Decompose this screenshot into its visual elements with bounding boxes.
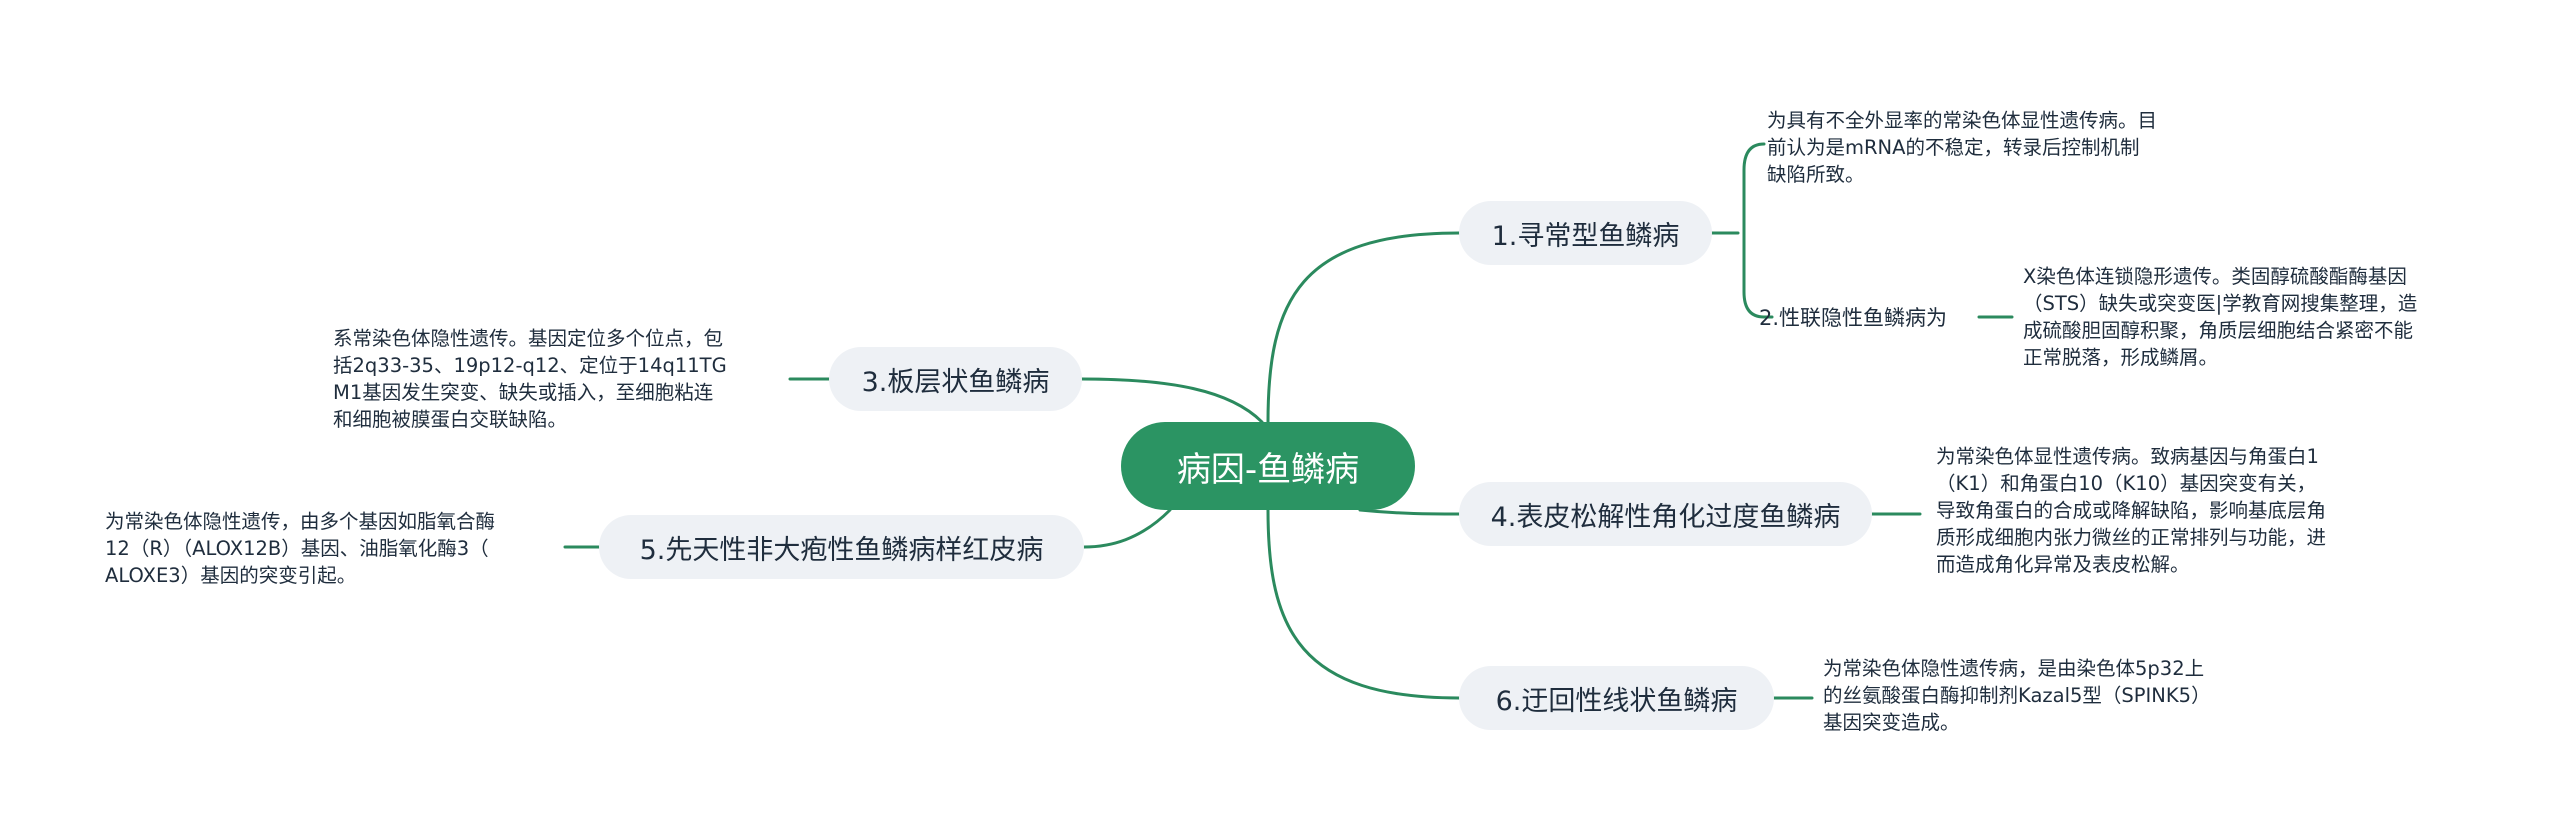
connector-bracket-note1 <box>1742 142 1766 319</box>
topic-congenital-ichthyosiform-erythroderma[interactable]: 5.先天性非大疱性鱼鳞病样红皮病 <box>599 515 1084 579</box>
topic-lamellar-ichthyosis[interactable]: 3.板层状鱼鳞病 <box>829 347 1082 411</box>
note-epidermolytic-hyperkeratosis: 为常染色体显性遗传病。致病基因与角蛋白1 （K1）和角蛋白10（K10）基因突变… <box>1936 445 2327 576</box>
topic-epidermolytic-hyperkeratosis[interactable]: 4.表皮松解性角化过度鱼鳞病 <box>1459 482 1872 546</box>
topic-ichthyosis-linearis-circumflexa[interactable]: 6.迂回性线状鱼鳞病 <box>1459 666 1774 730</box>
connector-root-t3 <box>1080 377 1264 424</box>
topic-common-ichthyosis[interactable]: 1.寻常型鱼鳞病 <box>1459 201 1712 265</box>
note-x-linked-ichthyosis: X染色体连锁隐形遗传。类固醇硫酸酯酶基因 （STS）缺失或突变医|学教育网搜集整… <box>2023 265 2418 369</box>
connector-root-t4 <box>1358 508 1461 516</box>
connector-root-t5 <box>1082 508 1172 549</box>
note-ichthyosis-linearis-circumflexa: 为常染色体隐性遗传病，是由染色体5p32上 的丝氨酸蛋白酶抑制剂Kazal5型（… <box>1823 657 2211 734</box>
note-congenital-ichthyosiform-erythroderma: 为常染色体隐性遗传，由多个基因如脂氧合酶 12（R）（ALOX12B）基因、油脂… <box>105 510 496 587</box>
root-topic[interactable]: 病因-鱼鳞病 <box>1121 422 1415 510</box>
subtopic-x-linked-ichthyosis[interactable]: 2.性联隐性鱼鳞病为 <box>1759 306 1948 330</box>
connector-root-t6 <box>1266 508 1461 700</box>
connector-root-t1 <box>1266 231 1461 424</box>
note-common-ichthyosis: 为具有不全外显率的常染色体显性遗传病。目 前认为是mRNA的不稳定，转录后控制机… <box>1767 109 2158 186</box>
note-lamellar-ichthyosis: 系常染色体隐性遗传。基因定位多个位点，包 括2q33-35、19p12-q12、… <box>333 327 727 431</box>
